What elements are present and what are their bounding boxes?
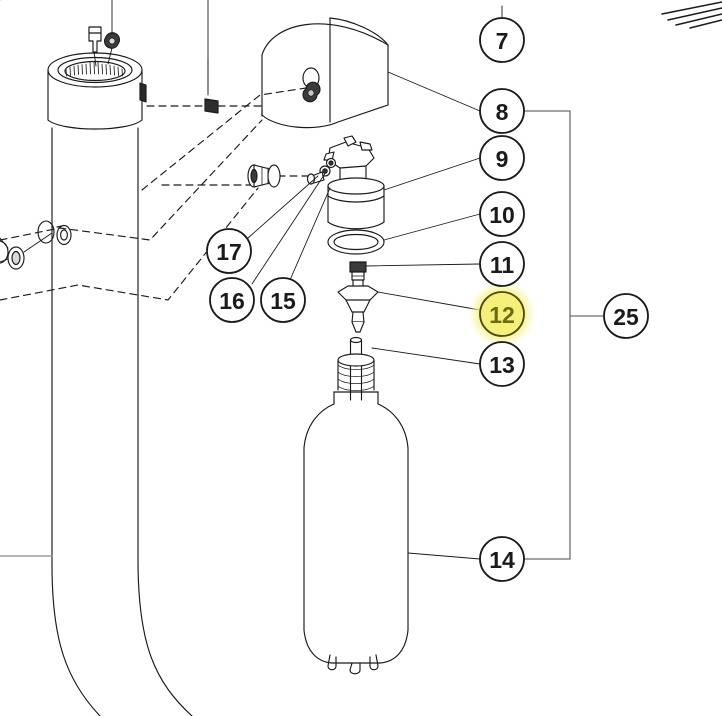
- callout-15[interactable]: 15: [260, 277, 306, 323]
- callout-17[interactable]: 17: [206, 228, 252, 274]
- reservoir-bottle-part: [303, 353, 481, 675]
- callout-12-label: 12: [489, 302, 515, 328]
- callout-16-label: 16: [219, 288, 245, 314]
- callout-7[interactable]: 7: [479, 17, 525, 63]
- callout-8-label: 8: [496, 99, 509, 125]
- callout-10-label: 10: [489, 202, 515, 228]
- callout-11[interactable]: 11: [479, 241, 525, 287]
- dark-bolt-plug: [204, 59, 219, 114]
- callout-16[interactable]: 16: [209, 277, 255, 323]
- cylinder-top-fasteners: [88, 0, 209, 93]
- callout-8[interactable]: 8: [479, 88, 525, 134]
- callout-17-label: 17: [216, 239, 242, 265]
- callout-25[interactable]: 25: [603, 293, 649, 339]
- pump-valve-head-part: [306, 135, 481, 230]
- callout-14[interactable]: 14: [479, 536, 525, 582]
- callout-9[interactable]: 9: [479, 135, 525, 181]
- callout-13-label: 13: [489, 352, 515, 378]
- callout-11-label: 11: [490, 252, 515, 278]
- callout-10[interactable]: 10: [479, 191, 525, 237]
- callout-group: 7 8 9 10 11 12 13 14: [206, 17, 649, 582]
- callout-9-label: 9: [496, 146, 509, 172]
- callout-25-label: 25: [613, 304, 639, 330]
- callout-7-label: 7: [496, 28, 509, 54]
- cylinder-bushing-part: [247, 164, 281, 188]
- o-ring-part: [327, 213, 481, 255]
- assembly-bracket-25: [521, 110, 605, 560]
- pickup-tube-part: [349, 336, 481, 401]
- flange-nut-part: [337, 285, 481, 333]
- dashed-assembly-leaders: [0, 87, 311, 301]
- left-edge-plug-parts: [0, 220, 72, 270]
- callout-13[interactable]: 13: [479, 341, 525, 387]
- top-right-structure-lines: [661, 1, 722, 29]
- leader-lines-15-16-17: [247, 171, 331, 285]
- shroud-cover-part: [261, 5, 503, 129]
- callout-12[interactable]: 12: [479, 291, 525, 337]
- callout-14-label: 14: [489, 547, 515, 573]
- callout-15-label: 15: [270, 288, 296, 314]
- left-cylinder-boom: [47, 52, 193, 716]
